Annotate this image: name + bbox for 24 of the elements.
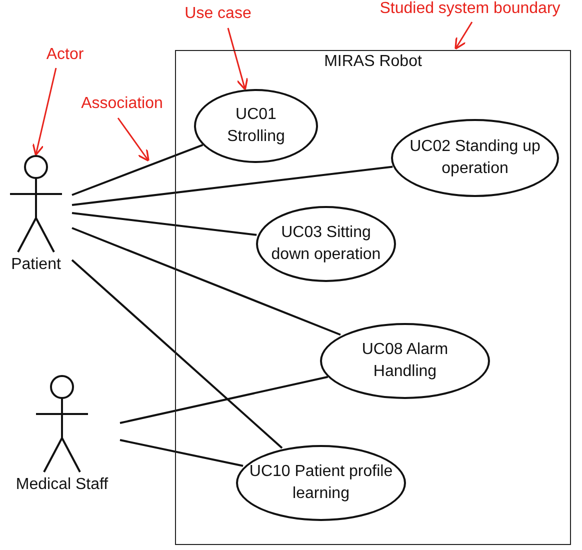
annotation-label: Association <box>70 95 174 117</box>
annotation-label: Studied system boundary <box>360 0 580 22</box>
leader-arrow <box>227 28 248 90</box>
leader-arrow <box>117 118 150 162</box>
system-boundary <box>175 50 571 545</box>
association-line <box>72 144 204 196</box>
association-line <box>72 212 257 236</box>
association-line <box>72 166 393 206</box>
use-case-ellipse: UC08 Alarm Handling <box>320 323 490 399</box>
annotation-label: Actor <box>40 46 90 68</box>
use-case-ellipse: UC10 Patient profile learning <box>236 445 406 521</box>
use-case-ellipse: UC01 Strolling <box>194 89 318 163</box>
use-case-ellipse: UC02 Standing up operation <box>391 119 559 197</box>
annotation-label: Use case <box>176 5 260 27</box>
association-line <box>72 227 341 336</box>
association-line <box>71 259 283 449</box>
association-line <box>120 376 328 424</box>
leader-arrow <box>32 68 57 156</box>
association-line <box>120 439 244 467</box>
actor-name: Medical Staff <box>16 476 108 494</box>
system-title: MIRAS Robot <box>323 53 423 71</box>
use-case-ellipse: UC03 Sitting down operation <box>256 206 396 282</box>
leader-arrow <box>454 22 473 50</box>
actor-name: Patient <box>11 256 61 274</box>
